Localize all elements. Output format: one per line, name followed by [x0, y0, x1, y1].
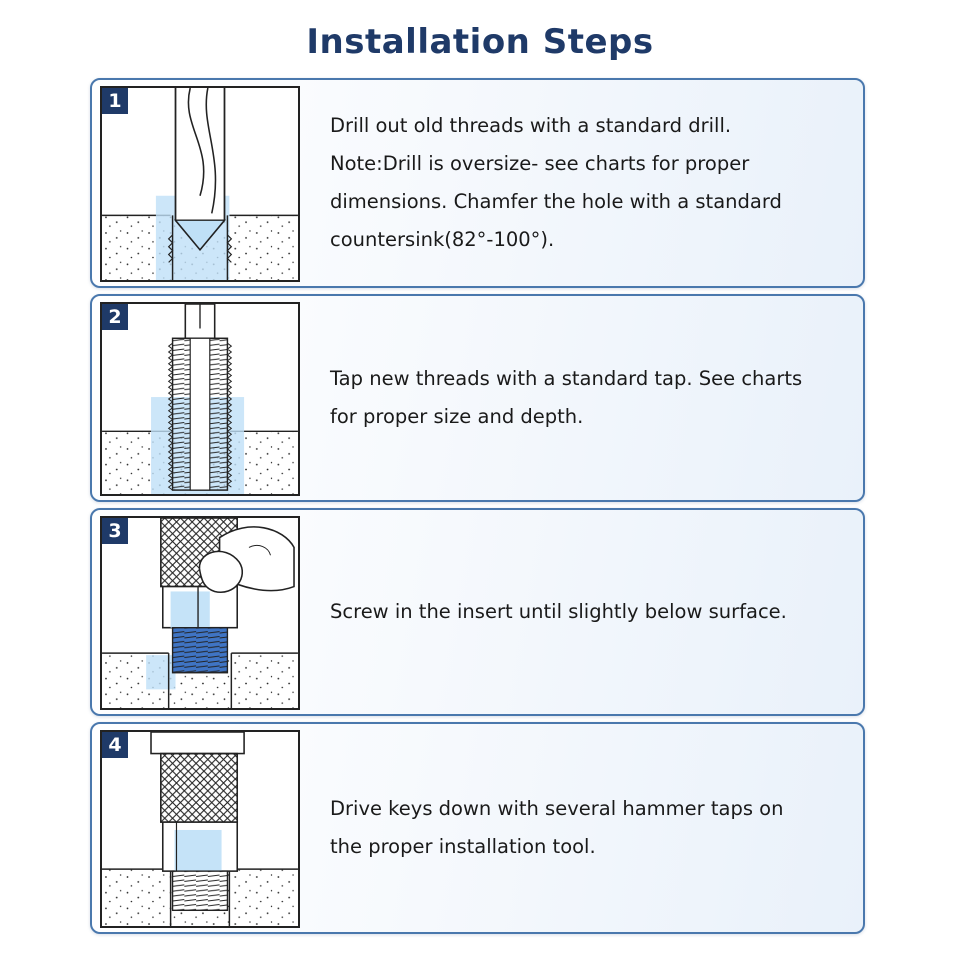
step-card-4: 4 Drive keys down with several hammer ta…: [90, 722, 865, 934]
step-description: Screw in the insert until slightly below…: [330, 593, 849, 631]
tap-diagram: [102, 304, 298, 494]
page-title: Installation Steps: [306, 22, 654, 62]
step-card-2: 2 Tap new threads with a standard tap. S…: [90, 294, 865, 502]
step-text-line: the proper installation tool.: [330, 835, 596, 858]
step-description: Tap new threads with a standard tap. See…: [330, 360, 849, 436]
step-number-badge: 1: [102, 88, 128, 114]
step-text-line: Note:Drill is oversize- see charts for p…: [330, 152, 750, 175]
drill-hole-diagram: [102, 88, 298, 280]
step-text-line: Screw in the insert until slightly below…: [330, 600, 787, 623]
tap-illustration: 2: [100, 302, 300, 496]
step-text-line: for proper size and depth.: [330, 405, 584, 428]
insert-diagram: [102, 518, 298, 708]
step-description: Drive keys down with several hammer taps…: [330, 790, 849, 866]
step-number-badge: 4: [102, 732, 128, 758]
step-text-line: Drive keys down with several hammer taps…: [330, 797, 784, 820]
step-text-line: Tap new threads with a standard tap. See…: [330, 367, 803, 390]
step-card-3: 3 Screw in the insert until slightly bel…: [90, 508, 865, 716]
step-text-line: dimensions. Chamfer the hole with a stan…: [330, 190, 782, 213]
key-drive-diagram: [102, 732, 298, 926]
step-text-line: countersink(82°-100°).: [330, 228, 555, 251]
insert-illustration: 3: [100, 516, 300, 710]
key-drive-illustration: 4: [100, 730, 300, 928]
step-number-badge: 2: [102, 304, 128, 330]
step-text-line: Drill out old threads with a standard dr…: [330, 114, 732, 137]
step-description: Drill out old threads with a standard dr…: [330, 107, 849, 259]
step-number-badge: 3: [102, 518, 128, 544]
step-card-1: 1 Drill out old threads with a standard …: [90, 78, 865, 288]
drill-illustration: 1: [100, 86, 300, 282]
